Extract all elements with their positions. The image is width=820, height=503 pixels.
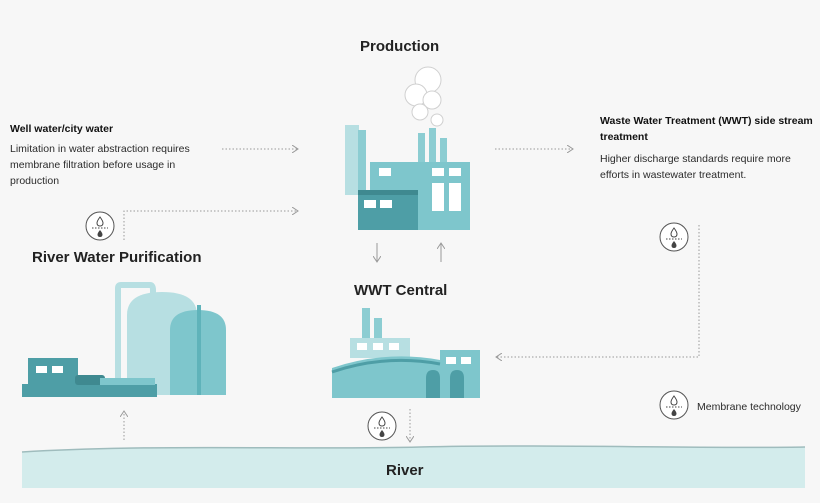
membrane-drop-icon-central xyxy=(367,411,397,441)
well-water-block: Well water/city water Limitation in wate… xyxy=(10,121,220,189)
production-factory xyxy=(345,66,470,230)
wwt-side-heading: Waste Water Treatment (WWT) side stream … xyxy=(600,115,813,143)
membrane-drop-icon-wwt-side xyxy=(659,222,689,252)
wwt-central-title: WWT Central xyxy=(354,282,448,299)
membrane-legend-label: Membrane technology xyxy=(697,401,801,413)
wwt-central-plant xyxy=(331,308,480,398)
purification-plant xyxy=(22,282,226,397)
wwt-side-body: Higher discharge standards require more … xyxy=(600,153,791,181)
wwt-side-to-central-arrow xyxy=(496,225,700,357)
well-water-body: Limitation in water abstraction requires… xyxy=(10,143,190,187)
well-water-heading: Well water/city water xyxy=(10,123,114,135)
membrane-drop-icon-purification xyxy=(85,211,115,241)
production-title: Production xyxy=(360,38,440,55)
river-title: River xyxy=(386,462,424,479)
purification-to-production-arrow xyxy=(123,211,298,240)
river-purification-title: River Water Purification xyxy=(32,249,202,266)
connector-arrows xyxy=(123,149,700,442)
smoke-cloud xyxy=(404,66,444,127)
river-band xyxy=(21,445,806,488)
wwt-side-block: Waste Water Treatment (WWT) side stream … xyxy=(600,113,815,183)
membrane-drop-icon-legend xyxy=(659,390,689,420)
